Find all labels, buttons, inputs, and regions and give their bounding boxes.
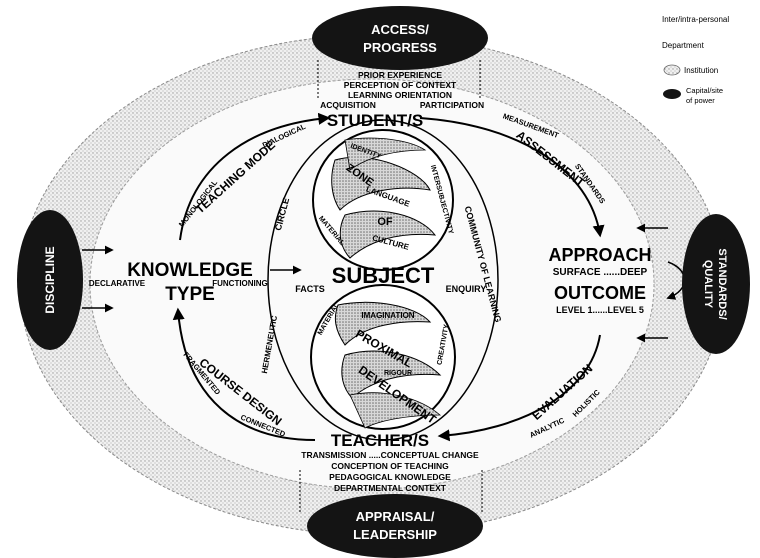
approach-node: APPROACH bbox=[548, 245, 651, 265]
teachers-node: TEACHER/S bbox=[331, 431, 429, 450]
outcome-node: OUTCOME bbox=[554, 283, 646, 303]
course-design-arc bbox=[172, 307, 316, 441]
legend-capital-1: Capital/site bbox=[686, 86, 723, 95]
helix-band-upper-a bbox=[331, 156, 431, 211]
student-axis-left: ACQUISITION bbox=[320, 100, 376, 110]
knowledge-type-line2: TYPE bbox=[165, 284, 215, 305]
helix-rigour: RIGOUR bbox=[384, 370, 412, 377]
subject-node: SUBJECT bbox=[332, 263, 435, 288]
appraisal-label-1: APPRAISAL/ bbox=[356, 509, 435, 524]
standards-label-2: QUALITY bbox=[702, 260, 714, 309]
access-progress-capital bbox=[312, 6, 488, 70]
appraisal-leadership-capital bbox=[307, 494, 483, 558]
helix-imagination: IMAGINATION bbox=[361, 311, 414, 320]
standards-label-1: STANDARDS/ bbox=[716, 248, 728, 319]
helix-of: OF bbox=[377, 216, 393, 228]
student-context-1: PRIOR EXPERIENCE bbox=[358, 70, 442, 80]
knowledge-type-line1: KNOWLEDGE bbox=[127, 260, 253, 281]
helix-band-upper-c bbox=[344, 137, 427, 171]
legend-institution-icon bbox=[663, 64, 681, 76]
student-context-3: LEARNING ORIENTATION bbox=[348, 90, 452, 100]
evaluation-arc bbox=[437, 334, 601, 442]
legend-department: Department bbox=[662, 41, 705, 50]
student-context-2: PERCEPTION OF CONTEXT bbox=[344, 80, 457, 90]
legend-interpersonal: Inter/intra-personal bbox=[662, 15, 729, 24]
facts-label: FACTS bbox=[295, 284, 325, 294]
discipline-label: DISCIPLINE bbox=[43, 246, 57, 313]
legend: Inter/intra-personal Department Institut… bbox=[662, 15, 729, 105]
helix-band-lower-a bbox=[334, 301, 432, 346]
access-label-1: ACCESS/ bbox=[371, 22, 429, 37]
legend-institution: Institution bbox=[684, 66, 718, 75]
teacher-context-1: TRANSMISSION .....CONCEPTUAL CHANGE bbox=[301, 450, 479, 460]
assessment-arc bbox=[419, 117, 605, 238]
declarative-label: DECLARATIVE bbox=[89, 279, 146, 288]
appraisal-label-2: LEADERSHIP bbox=[353, 527, 437, 542]
teacher-context-4: DEPARTMENTAL CONTEXT bbox=[334, 483, 447, 493]
legend-capital-icon bbox=[663, 89, 681, 99]
standards-quality-capital bbox=[682, 214, 750, 354]
department-ellipse bbox=[89, 78, 655, 490]
functioning-label: FUNCTIONING bbox=[212, 279, 268, 288]
teacher-context-2: CONCEPTION OF TEACHING bbox=[331, 461, 449, 471]
helix-band-lower-c bbox=[349, 392, 442, 429]
student-axis-right: PARTICIPATION bbox=[420, 100, 484, 110]
discipline-capital bbox=[17, 210, 83, 350]
helix-band-upper-b bbox=[339, 210, 437, 259]
access-label-2: PROGRESS bbox=[363, 40, 437, 55]
enquiry-label: ENQUIRY bbox=[446, 284, 487, 294]
approach-scale: SURFACE ......DEEP bbox=[553, 267, 648, 278]
helix-band-lower-b bbox=[341, 350, 442, 399]
teacher-context-3: PEDAGOGICAL KNOWLEDGE bbox=[329, 472, 451, 482]
outcome-scale: LEVEL 1......LEVEL 5 bbox=[556, 305, 644, 315]
students-node: STUDENT/S bbox=[327, 111, 423, 130]
teaching-mode-arc bbox=[179, 112, 331, 241]
community-ellipse bbox=[267, 119, 499, 441]
legend-capital-2: of power bbox=[686, 96, 715, 105]
